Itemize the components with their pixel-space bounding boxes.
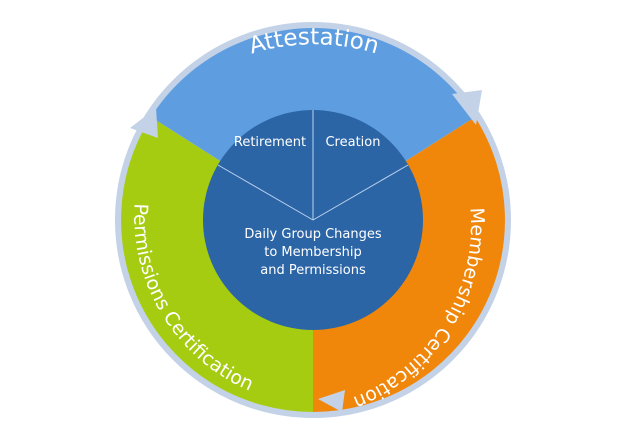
core-divider-right [312, 164, 409, 221]
arrow-head-right [452, 90, 482, 125]
retirement-label: Retirement [234, 135, 306, 150]
center-text-line-1: Daily Group Changes [244, 227, 382, 242]
core-divider-left [217, 164, 314, 221]
center-text-line-2: to Membership [264, 245, 362, 260]
arrow-head-left [130, 108, 158, 138]
arrow-head-bottom [318, 390, 345, 412]
creation-label: Creation [325, 135, 380, 150]
center-text-line-3: and Permissions [260, 263, 366, 278]
